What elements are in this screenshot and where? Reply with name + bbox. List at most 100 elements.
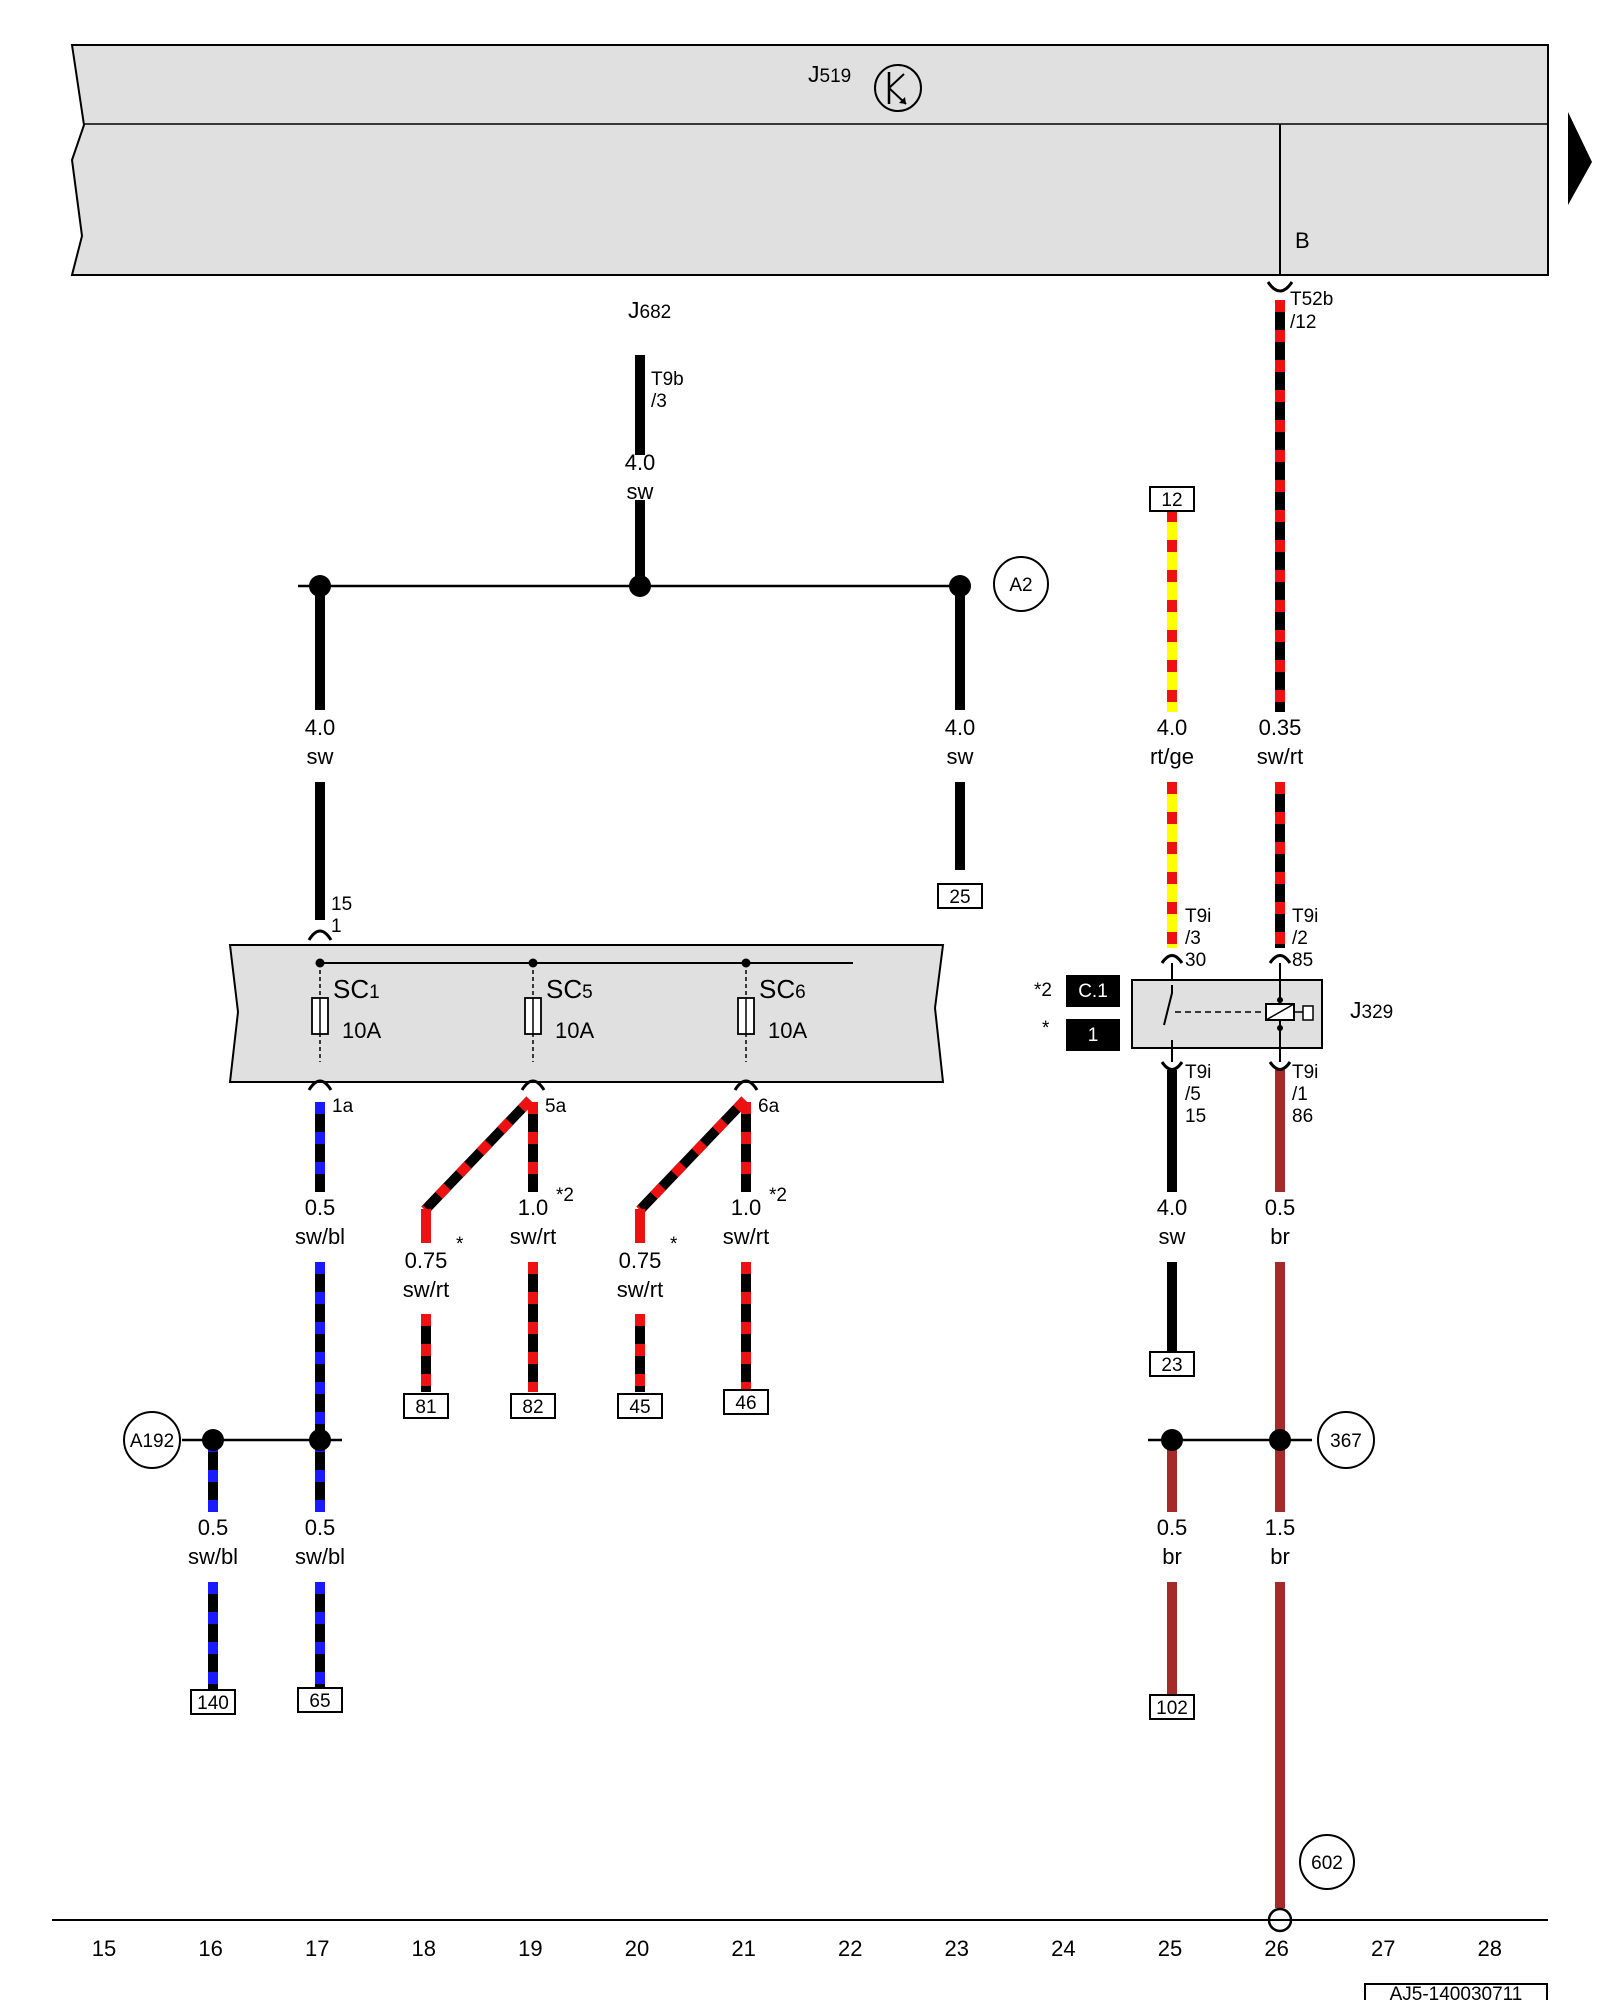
continuation-arrow-icon (1568, 112, 1592, 205)
junction-dot-left (309, 575, 331, 597)
svg-text:15: 15 (331, 894, 352, 915)
svg-text:1.5: 1.5 (1265, 1515, 1296, 1540)
svg-text:30: 30 (1185, 950, 1206, 971)
node-602: 602 (1299, 1834, 1355, 1890)
wire-label-j329_86: 0.5br (1265, 1195, 1296, 1249)
grid-col-27: 27 (1371, 1936, 1395, 1961)
svg-text:0.5: 0.5 (305, 1195, 336, 1220)
wire-label-br_left: 0.5br (1157, 1515, 1188, 1569)
svg-text:4.0: 4.0 (305, 715, 336, 740)
svg-text:sw/rt: sw/rt (617, 1277, 663, 1302)
fuse-sc5-label: SC5 (546, 974, 593, 1004)
wire-label-sw_rt_top: 0.35 sw/rt (1257, 715, 1303, 769)
svg-text:102: 102 (1156, 1698, 1188, 1719)
wire-label-left_a: 4.0 sw (305, 715, 336, 769)
svg-text:65: 65 (309, 1691, 330, 1712)
svg-text:sw: sw (307, 744, 334, 769)
wire-label-sc6_out: 1.0sw/rt*2 (723, 1185, 787, 1249)
ref-box-65: 65 (297, 1687, 343, 1713)
svg-text:85: 85 (1292, 950, 1313, 971)
svg-text:367: 367 (1330, 1431, 1362, 1452)
grid-col-23: 23 (945, 1936, 969, 1961)
svg-text:0.35: 0.35 (1259, 715, 1302, 740)
relay-variant-tags: *2 C.1 * 1 (1034, 975, 1120, 1051)
svg-text:sw/rt: sw/rt (510, 1224, 556, 1249)
grid-col-20: 20 (625, 1936, 649, 1961)
svg-text:0.75: 0.75 (619, 1248, 662, 1273)
svg-text:0.5: 0.5 (1157, 1515, 1188, 1540)
svg-text:4.0: 4.0 (1157, 1195, 1188, 1220)
node-367: 367 (1317, 1411, 1375, 1469)
wire-layer (208, 300, 1285, 1908)
grid-col-21: 21 (731, 1936, 755, 1961)
svg-text:5a: 5a (545, 1096, 567, 1117)
svg-text:1a: 1a (332, 1096, 354, 1117)
svg-text:4.0: 4.0 (625, 450, 656, 475)
svg-text:T9b: T9b (651, 369, 684, 390)
fuse-sc6-label: SC6 (759, 974, 806, 1004)
ref-box-82: 82 (510, 1393, 556, 1419)
junction-dot-right (949, 575, 971, 597)
footer-code-box: AJ5-140030711 (1364, 1983, 1548, 2000)
node-a2: A2 (993, 556, 1049, 612)
connector-t9b: T9b /3 (651, 369, 684, 412)
connector-t9i-30: T9i /3 30 (1160, 906, 1211, 971)
svg-text:sw/rt: sw/rt (1257, 744, 1303, 769)
svg-text:/1: /1 (1292, 1084, 1308, 1105)
fuse-sc1-label: SC1 (333, 974, 380, 1004)
transistor-icon (874, 64, 922, 112)
pin-b-label: B (1295, 228, 1310, 253)
svg-text:sw/bl: sw/bl (295, 1224, 345, 1249)
ref-box-12: 12 (1149, 486, 1195, 512)
svg-text:81: 81 (415, 1397, 436, 1418)
ref-box-45: 45 (617, 1393, 663, 1419)
grid-col-15: 15 (92, 1936, 116, 1961)
ref-box-46: 46 (723, 1389, 769, 1415)
svg-text:T9i: T9i (1292, 906, 1318, 927)
svg-text:*2: *2 (769, 1185, 787, 1206)
grid-col-19: 19 (518, 1936, 542, 1961)
ref-box-81: 81 (403, 1393, 449, 1419)
svg-text:/2: /2 (1292, 928, 1308, 949)
wire-label-j329_15: 4.0sw (1157, 1195, 1188, 1249)
svg-text:23: 23 (1161, 1355, 1182, 1376)
svg-text:1.0: 1.0 (518, 1195, 549, 1220)
svg-text:10A: 10A (342, 1018, 381, 1043)
svg-text:86: 86 (1292, 1106, 1313, 1127)
junction-dot-center (629, 575, 651, 597)
svg-text:*2: *2 (1034, 980, 1052, 1001)
module-j682-label: J682 (628, 297, 671, 323)
svg-text:T52b: T52b (1290, 289, 1333, 310)
svg-text:602: 602 (1311, 1853, 1343, 1874)
svg-text:10A: 10A (555, 1018, 594, 1043)
wire-label-sc5_out: 1.0 sw/rt*2 (510, 1185, 574, 1249)
junction-dot-367-left (1161, 1429, 1183, 1451)
ref-box-25: 25 (937, 883, 983, 909)
svg-text:A192: A192 (130, 1431, 174, 1452)
module-j329-label: J329 (1350, 997, 1393, 1023)
svg-text:T9i: T9i (1292, 1062, 1318, 1083)
ref-box-23: 23 (1149, 1351, 1195, 1377)
module-j519: J519 (70, 44, 1549, 276)
wire-label-a192_right: 0.5sw/bl (295, 1515, 345, 1569)
junction-dot-367-right (1269, 1429, 1291, 1451)
svg-text:*2: *2 (556, 1185, 574, 1206)
grid-col-16: 16 (198, 1936, 222, 1961)
connector-t9i-85: T9i /2 85 (1268, 906, 1318, 971)
svg-text:sw: sw (947, 744, 974, 769)
connector-t9i-15: T9i /5 15 (1160, 1061, 1211, 1127)
svg-text:br: br (1270, 1544, 1290, 1569)
svg-text:4.0: 4.0 (1157, 715, 1188, 740)
module-fuse-holder (228, 944, 945, 1083)
node-a192: A192 (123, 1411, 181, 1469)
svg-text:/3: /3 (1185, 928, 1201, 949)
wire-label-a192_left: 0.5sw/bl (188, 1515, 238, 1569)
svg-text:A2: A2 (1009, 575, 1032, 596)
